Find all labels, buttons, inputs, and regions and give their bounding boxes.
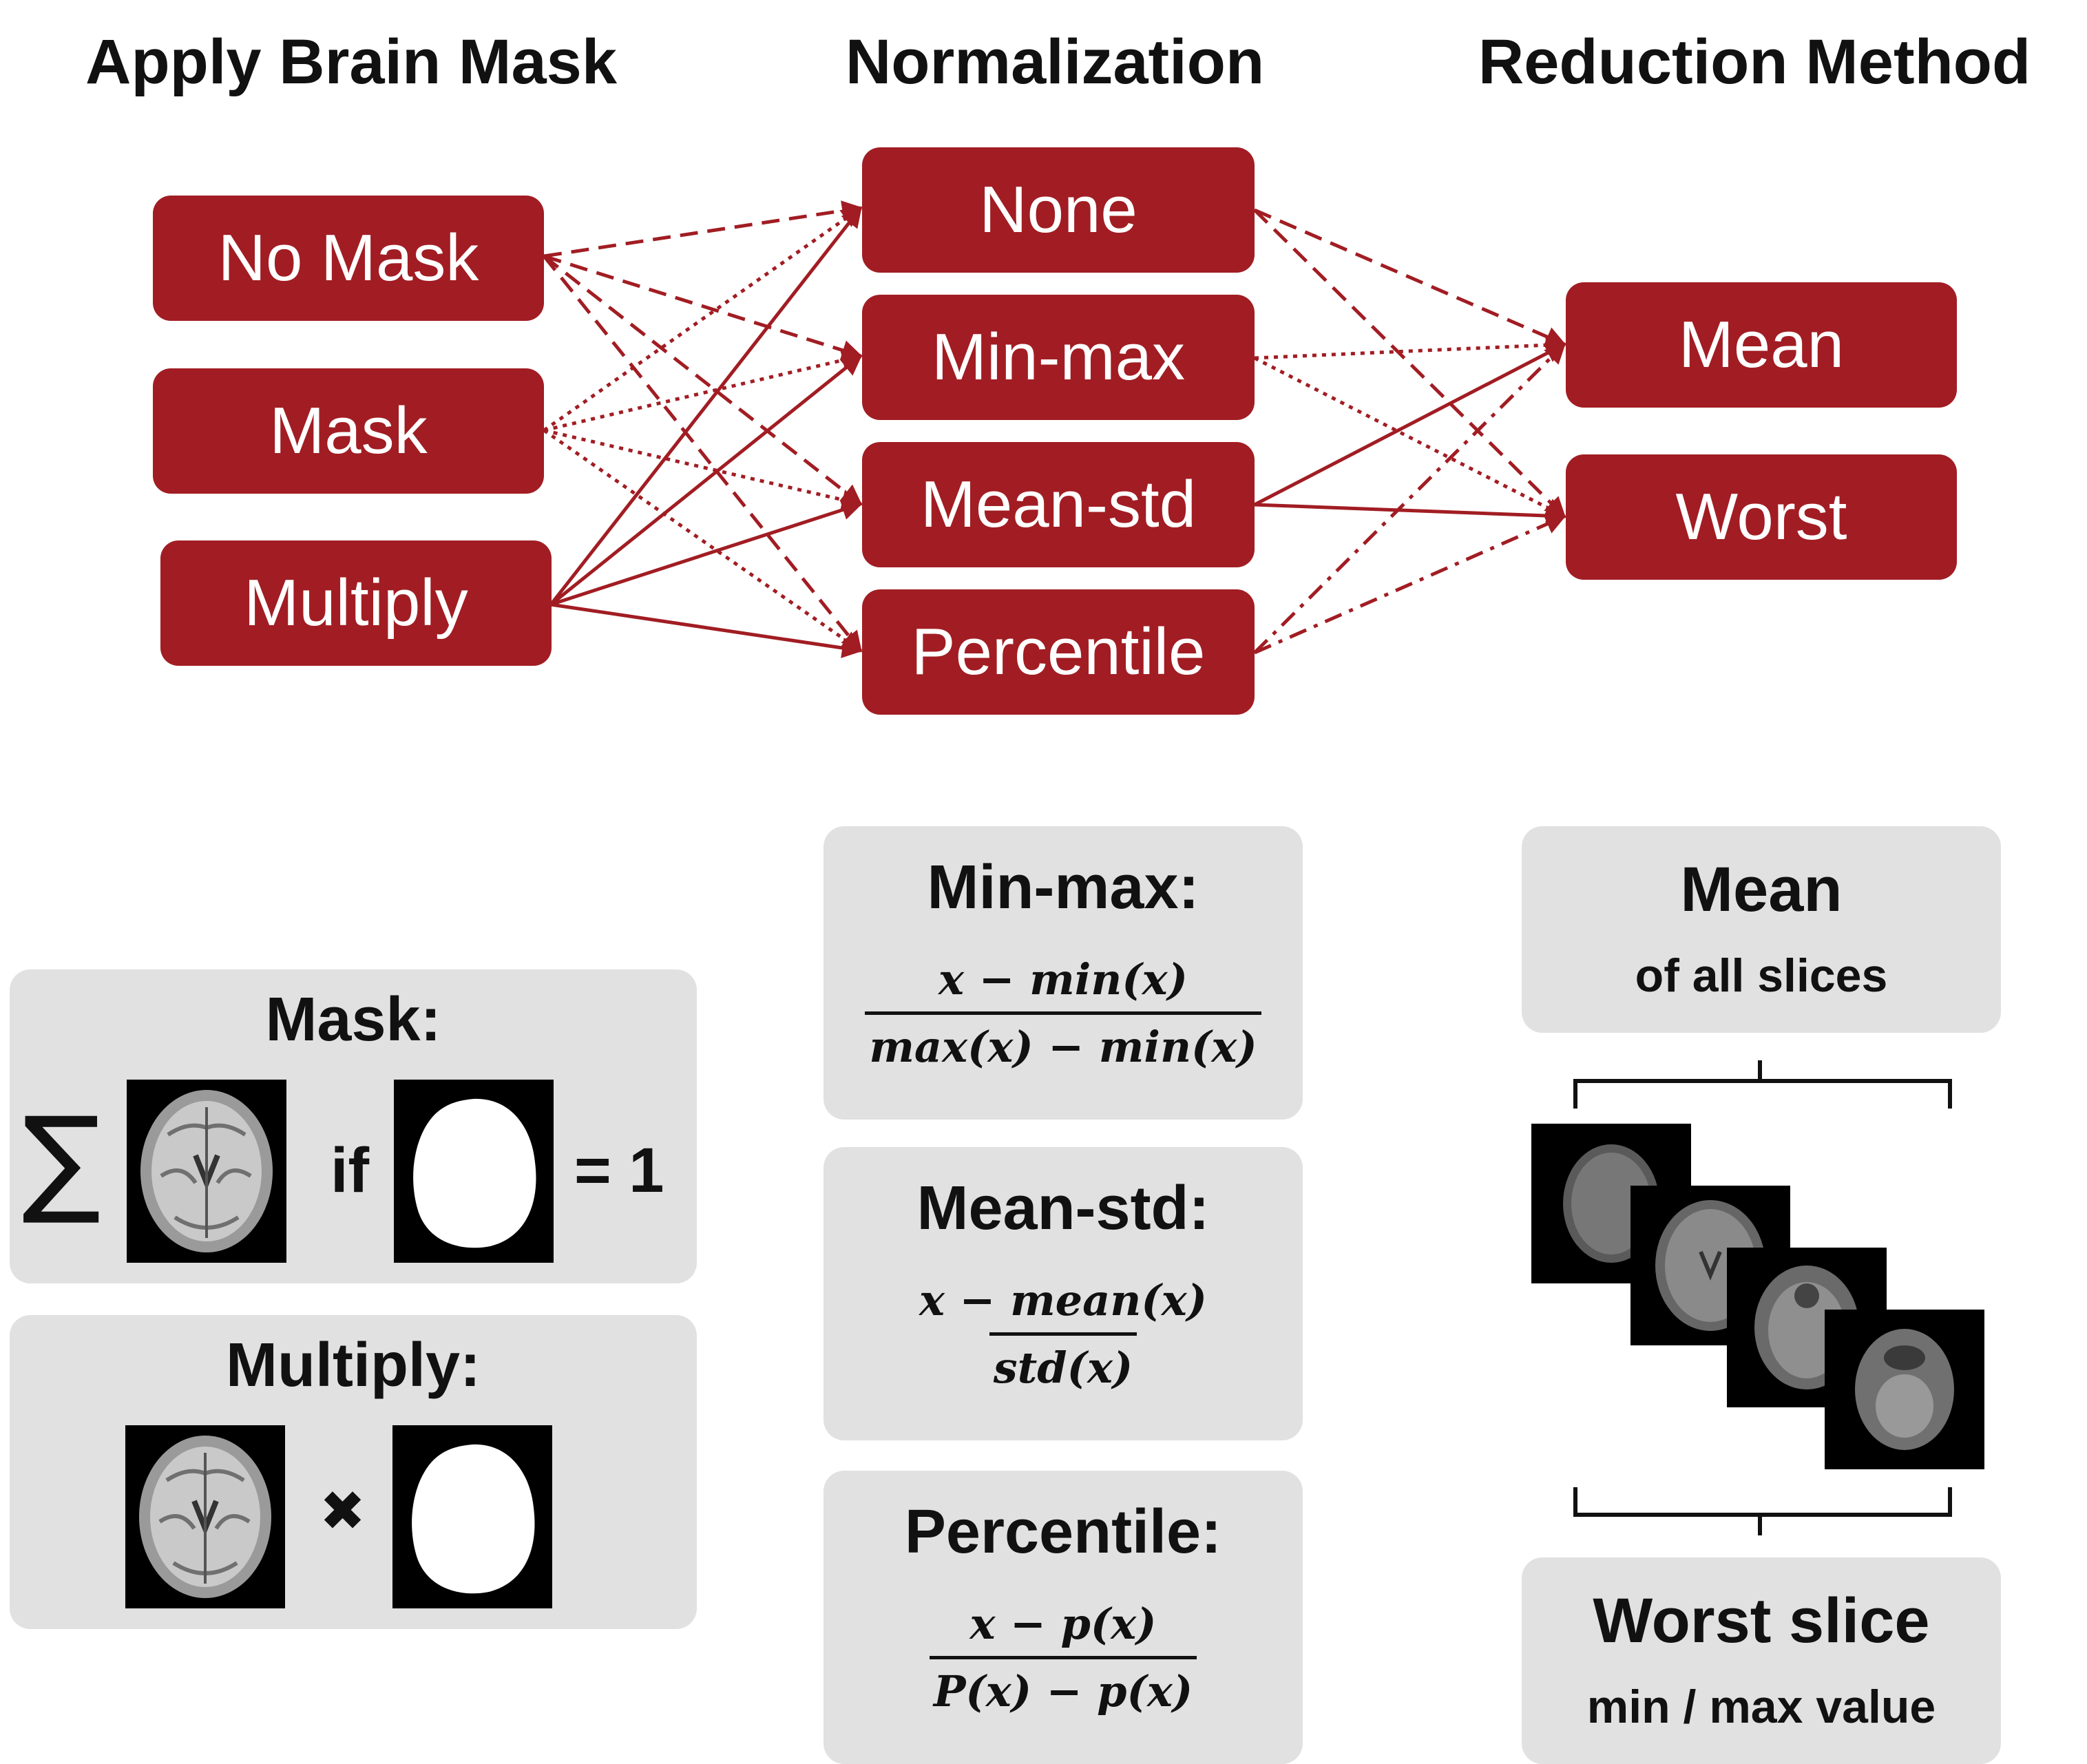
panel-mean-title: Mean: [1680, 854, 1843, 925]
min-max-formula: x − min(x) max(x) − min(x): [824, 954, 1303, 1072]
min-max-numerator: x − min(x): [938, 954, 1188, 1005]
connection-lines: [543, 200, 1566, 658]
panel-mean-subtitle: of all slices: [1635, 949, 1888, 1002]
node-worst: Worst: [1566, 454, 1957, 580]
equals-one-label: = 1: [574, 1135, 664, 1206]
if-label: if: [331, 1135, 370, 1206]
panel-mask-title: Mask:: [265, 985, 441, 1054]
min-max-denominator: max(x) − min(x): [865, 1011, 1261, 1072]
mean-std-formula: x − mean(x) std(x): [824, 1275, 1303, 1393]
panel-min-max: Min-max: x − min(x) max(x) − min(x): [824, 826, 1303, 1120]
header-normalization: Normalization: [845, 27, 1265, 97]
node-no-mask: No Mask: [153, 196, 544, 321]
panel-worst: Worst slice min / max value: [1522, 1557, 2001, 1764]
panel-mean-std: Mean-std: x − mean(x) std(x): [824, 1147, 1303, 1440]
node-multiply: Multiply: [160, 540, 552, 666]
panel-multiply: Multiply: ✖: [10, 1315, 697, 1629]
panel-mask: Mask: ∑ if = 1: [10, 969, 697, 1283]
times-icon: ✖: [319, 1479, 366, 1543]
brain-mask-icon: [392, 1425, 552, 1608]
panel-worst-title: Worst slice: [1593, 1586, 1930, 1656]
panel-multiply-title: Multiply:: [226, 1331, 481, 1400]
node-min-max: Min-max: [862, 295, 1255, 420]
edges-mask: [543, 206, 863, 653]
curly-brace-icon: [1573, 1060, 1952, 1109]
node-mean-std: Mean-std: [862, 442, 1255, 567]
header-apply-brain-mask: Apply Brain Mask: [85, 27, 617, 97]
node-none: None: [862, 147, 1255, 273]
edges-mean-std: [1253, 342, 1566, 526]
edges-no-mask: [543, 200, 863, 653]
panel-worst-subtitle: min / max value: [1586, 1681, 1936, 1733]
brain-mri-icon: [127, 1080, 286, 1263]
panel-min-max-title: Min-max:: [927, 853, 1199, 922]
percentile-denominator: P(x) − p(x): [929, 1656, 1197, 1716]
brain-mri-icon: [125, 1425, 285, 1608]
node-percentile: Percentile: [862, 589, 1255, 715]
panel-mean: Mean of all slices: [1522, 826, 2001, 1033]
header-reduction-method: Reduction Method: [1478, 27, 2031, 97]
curly-brace-icon: [1573, 1487, 1952, 1535]
edges-multiply: [549, 206, 863, 658]
percentile-numerator: x − p(x): [969, 1599, 1157, 1649]
panel-percentile-title: Percentile:: [904, 1498, 1222, 1566]
percentile-formula: x − p(x) P(x) − p(x): [824, 1599, 1303, 1716]
node-mean: Mean: [1566, 282, 1957, 408]
mri-slice-4: [1825, 1310, 1984, 1469]
edges-none: [1253, 208, 1566, 518]
edges-percentile: [1253, 342, 1566, 655]
edges-min-max: [1253, 335, 1566, 518]
panel-percentile: Percentile: x − p(x) P(x) − p(x): [824, 1471, 1303, 1764]
mean-std-numerator: x − mean(x): [919, 1275, 1207, 1325]
sum-symbol: ∑: [22, 1092, 101, 1228]
node-mask: Mask: [153, 368, 544, 494]
panel-mean-std-title: Mean-std:: [916, 1174, 1210, 1243]
brain-mask-icon: [394, 1080, 554, 1263]
mean-std-denominator: std(x): [989, 1332, 1137, 1393]
